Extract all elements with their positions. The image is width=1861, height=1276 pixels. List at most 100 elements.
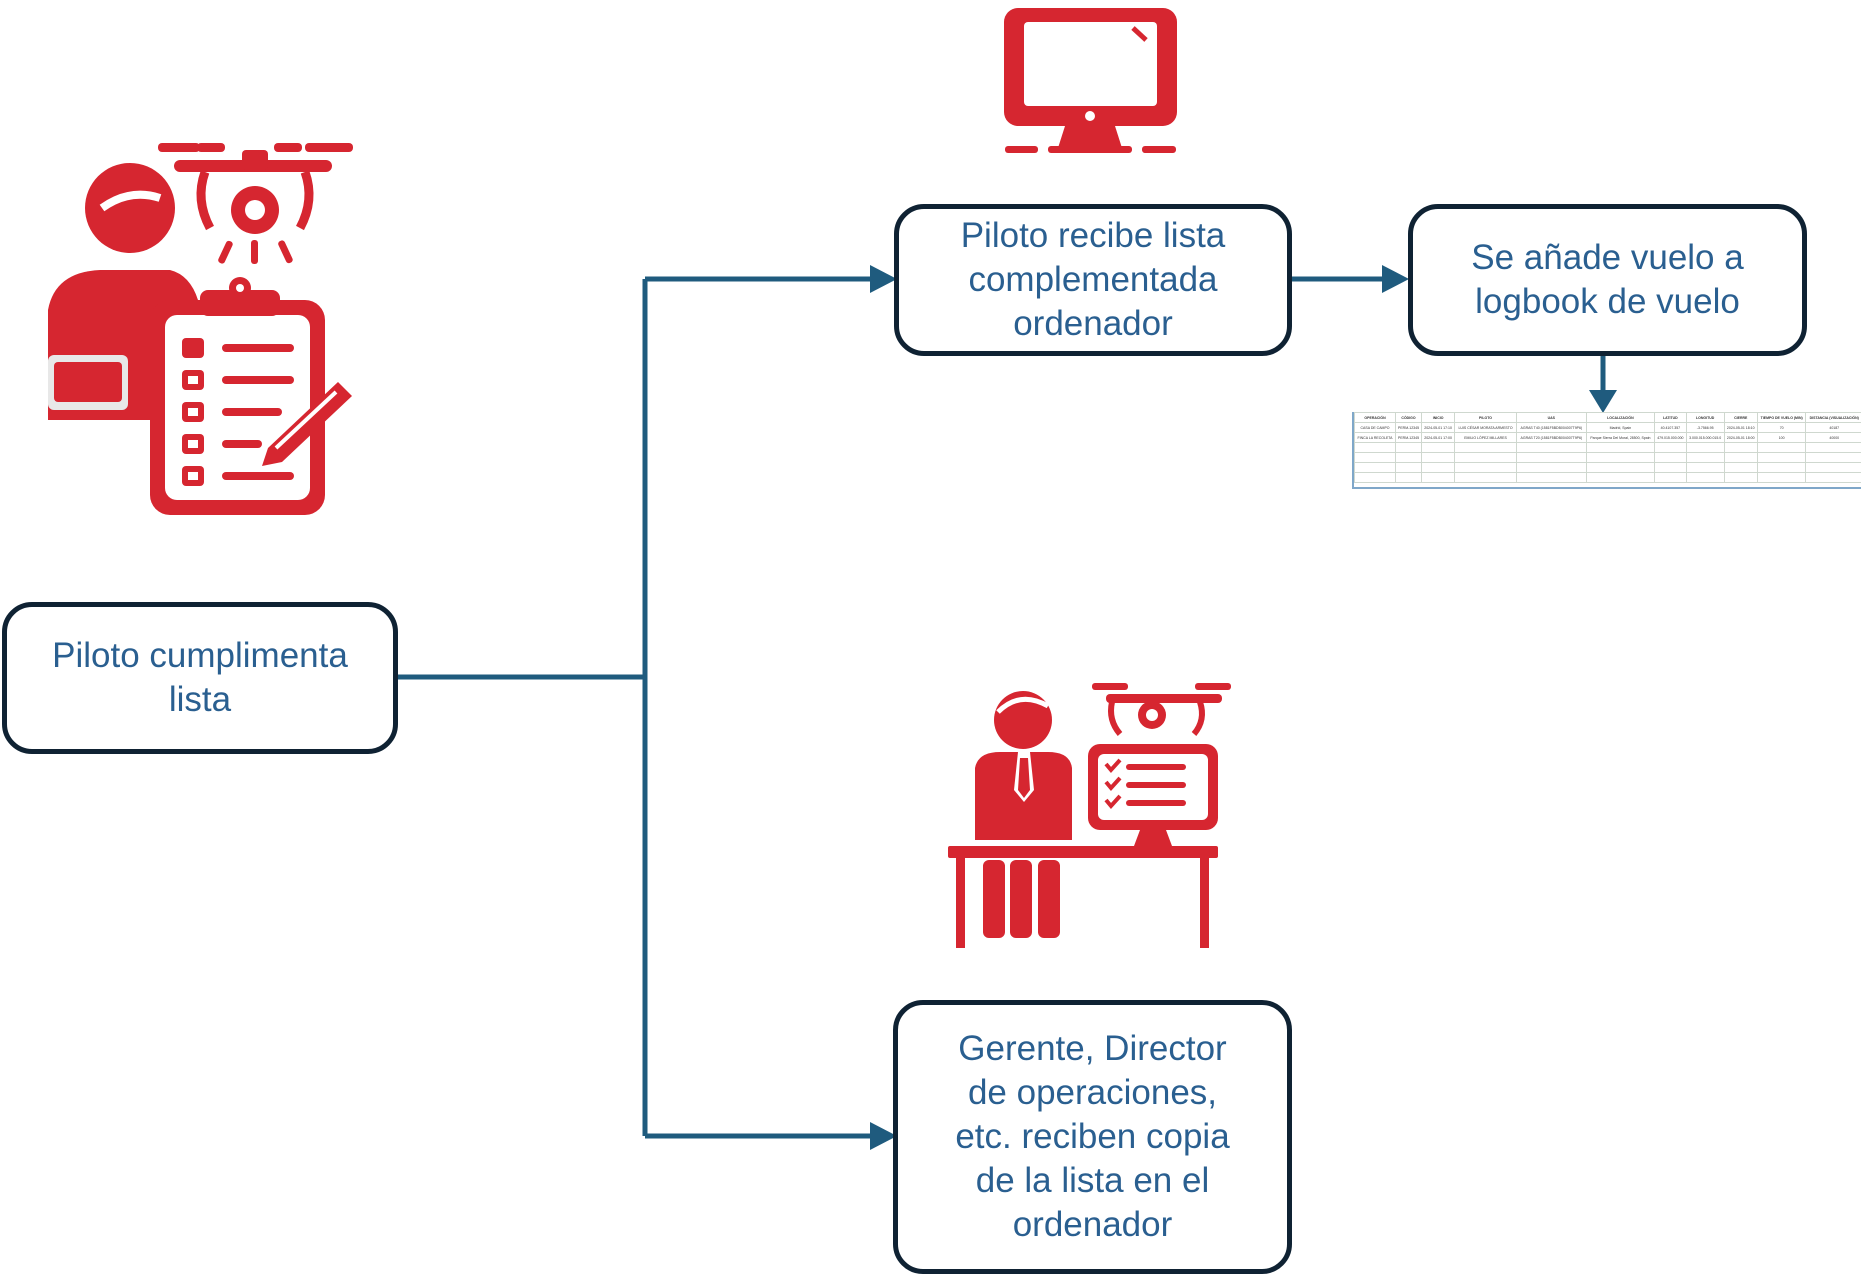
logbook-cell [1354,442,1397,453]
logbook-cell: 40000 [1805,432,1861,443]
arrowhead-to-table [1589,390,1617,413]
arrowhead-to-receive [870,265,897,293]
logbook-header-cell: LOCALIZACIÓN [1585,412,1656,423]
box-managers-receive-copy-label: Gerente, Director de operaciones, etc. r… [955,1029,1230,1244]
table-row [1354,452,1861,463]
logbook-cell: 2024-05-01 17:10 [1421,422,1456,433]
logbook-cell: 3.000.015.000.015.0 [1685,432,1725,443]
logbook-cell [1395,452,1423,463]
box-logbook-added: Se añade vuelo a logbook de vuelo [1408,204,1807,356]
box-pilot-fills-list: Piloto cumplimenta lista [2,602,398,754]
box-pilot-fills-list-label: Piloto cumplimenta lista [52,636,348,719]
logbook-cell [1515,462,1587,473]
logbook-cell [1395,442,1423,453]
box-pilot-receives-list-label: Piloto recibe lista complementada ordena… [960,216,1226,343]
logbook-cell [1585,442,1656,453]
logbook-cell: 40187 [1805,422,1861,433]
logbook-cell [1421,462,1456,473]
logbook-cell [1723,452,1758,463]
logbook-header-cell: DISTANCIA (VISUALIZACIÓN) [1805,412,1861,423]
logbook-cell [1685,442,1725,453]
logbook-cell [1421,472,1456,483]
logbook-cell [1805,472,1861,483]
logbook-header-cell: OPERACIÓN [1354,412,1397,423]
logbook-cell [1395,462,1423,473]
logbook-cell [1421,452,1456,463]
box-pilot-receives-list: Piloto recibe lista complementada ordena… [894,204,1292,356]
logbook-header-cell: TIEMPO DE VUELO (MIN) [1756,412,1807,423]
logbook-header-cell: CÓDIGO [1395,412,1423,423]
arrowhead-to-managers [870,1122,897,1150]
logbook-cell: AGRAS T40 (1581F5BDB004007T9P6) [1515,422,1587,433]
logbook-cell [1585,472,1656,483]
arrowhead-to-logbook [1382,265,1409,293]
logbook-cell [1723,462,1758,473]
logbook-cell [1421,442,1456,453]
logbook-cell [1454,442,1517,453]
logbook-cell: 2024-05-01 17:00 [1421,432,1456,443]
logbook-cell [1654,472,1687,483]
logbook-header-cell: LATITUD [1654,412,1687,423]
logbook-cell [1723,472,1758,483]
box-managers-receive-copy: Gerente, Director de operaciones, etc. r… [893,1000,1292,1274]
logbook-header-cell: PILOTO [1454,412,1517,423]
logbook-cell [1805,452,1861,463]
logbook-cell [1585,462,1656,473]
logbook-cell: EMILIO LÓPEZ MILLARES [1454,432,1517,443]
logbook-cell [1454,462,1517,473]
logbook-cell [1685,472,1725,483]
logbook-cell [1354,462,1397,473]
logbook-cell: PERM-12345 [1395,432,1423,443]
logbook-cell: 100 [1756,432,1807,443]
logbook-cell: -3.7566.95 [1685,422,1725,433]
logbook-cell [1515,442,1587,453]
logbook-cell [1454,452,1517,463]
logbook-cell: Madrid, Spain [1585,422,1656,433]
logbook-cell [1723,442,1758,453]
logbook-cell: 70 [1756,422,1807,433]
logbook-header-cell: CIERRE [1723,412,1758,423]
logbook-cell: LUIS CÉSAR MORATA ARMESTO [1454,422,1517,433]
logbook-cell [1515,452,1587,463]
logbook-cell [1756,452,1807,463]
logbook-cell: FINCA LA RECOLETA [1354,432,1397,443]
logbook-cell [1756,442,1807,453]
logbook-header-cell: INICIO [1421,412,1456,423]
table-row [1354,442,1861,453]
logbook-cell [1685,462,1725,473]
box-logbook-added-label: Se añade vuelo a logbook de vuelo [1471,238,1744,321]
logbook-cell [1805,462,1861,473]
logbook-cell [1515,472,1587,483]
logbook-cell [1756,472,1807,483]
logbook-cell: Parque Sierra Del Moral, 28500, Spain [1585,432,1656,443]
logbook-cell [1585,452,1656,463]
logbook-cell: PERM-12345 [1395,422,1423,433]
logbook-cell [1685,452,1725,463]
logbook-cell: CASA DE CAMPO [1354,422,1397,433]
logbook-cell: 2024-05-01 18:00 [1723,432,1758,443]
logbook-cell: AGRAS T20 (1581F5BDB004007T9P6) [1515,432,1587,443]
logbook-header-cell: LONGITUD [1685,412,1725,423]
logbook-cell [1805,442,1861,453]
logbook-cell [1654,452,1687,463]
logbook-cell [1756,462,1807,473]
table-row [1354,462,1861,473]
logbook-cell: 2024-05-01 18:10 [1723,422,1758,433]
logbook-cell [1354,472,1397,483]
table-row [1354,472,1861,483]
logbook-cell: 40.4107.357 [1654,422,1687,433]
logbook-cell [1454,472,1517,483]
logbook-cell [1395,472,1423,483]
logbook-cell [1354,452,1397,463]
logbook-cell [1654,442,1687,453]
logbook-cell: 479.015.000.000 [1654,432,1687,443]
logbook-header-cell: UAS [1515,412,1587,423]
logbook-cell [1654,462,1687,473]
